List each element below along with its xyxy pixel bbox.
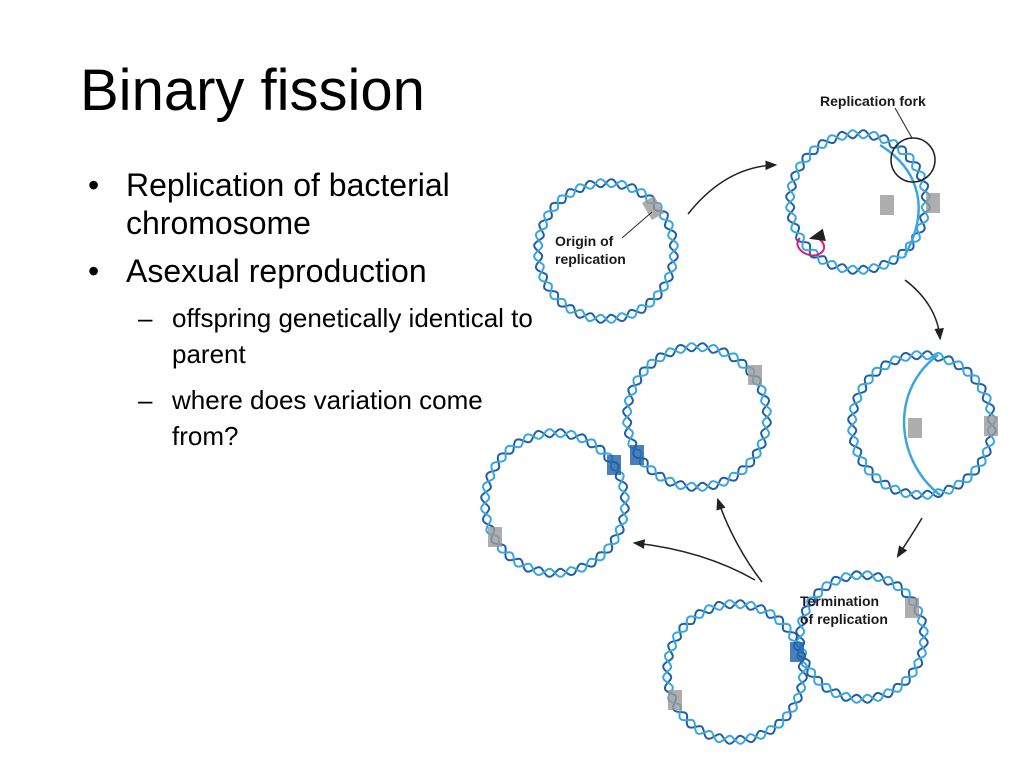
dna-strand-ring — [795, 570, 929, 704]
origin-marker — [880, 195, 894, 215]
sub-bullet-marker: – — [138, 385, 153, 415]
dna-strand-ring — [662, 599, 808, 745]
origin-marker — [641, 195, 665, 221]
primer-arrow — [796, 228, 826, 257]
dna-strand-light — [622, 342, 772, 492]
dna-strand-dark — [662, 599, 808, 745]
page-title: Binary fission — [80, 58, 425, 123]
bullet-marker: • — [88, 253, 100, 289]
origin-marker — [488, 527, 502, 547]
new-strand-arc — [902, 353, 941, 496]
process-arrow — [687, 160, 778, 215]
dna-strand-ring — [622, 342, 772, 492]
origin-label-line1: Origin of — [555, 233, 614, 249]
chromosome-circles-termination: Termination of replication — [662, 570, 929, 745]
origin-marker — [984, 416, 998, 436]
dna-strand-ring — [847, 350, 997, 500]
dna-strand-light — [662, 599, 808, 745]
bullet-text: Asexual reproduction — [126, 253, 427, 289]
fork-pointer-line — [894, 107, 913, 139]
process-arrow — [904, 279, 944, 341]
origin-label-line2: replication — [555, 251, 626, 267]
bullet-marker: • — [88, 167, 100, 203]
sub-bullet-text: offspring genetically identical to paren… — [172, 303, 533, 369]
daughter-chromosomes — [480, 342, 772, 578]
dna-strand-ring — [480, 428, 630, 578]
origin-marker — [630, 445, 644, 465]
dna-strand-dark — [480, 428, 630, 578]
origin-marker — [908, 418, 922, 438]
origin-marker — [790, 642, 804, 662]
bullet-list: • Replication of bacterial chromosome • … — [88, 166, 538, 464]
process-arrow — [632, 539, 756, 581]
sub-bullet-text: where does variation come from? — [172, 385, 483, 451]
bullet-item: • Asexual reproduction — [88, 252, 538, 290]
chromosome-circle-origin: Origin of replication — [533, 178, 679, 324]
origin-marker — [607, 455, 621, 475]
dna-strand-ring — [785, 129, 931, 275]
origin-pointer-line — [621, 211, 653, 239]
dna-strand-dark — [785, 129, 931, 275]
origin-marker — [926, 193, 940, 213]
sub-bullet-item: – where does variation come from? — [88, 382, 538, 454]
dna-strand-light — [533, 178, 679, 324]
dna-strand-light — [795, 570, 929, 704]
sub-bullet-marker: – — [138, 303, 153, 333]
termination-label-line1: Termination — [800, 593, 879, 609]
chromosome-circle-mid-replication — [847, 350, 998, 500]
bullet-item: • Replication of bacterial chromosome — [88, 166, 538, 242]
replication-fork-label: Replication fork — [820, 93, 926, 109]
sub-bullet-item: – offspring genetically identical to par… — [88, 300, 538, 372]
bullet-text: Replication of bacterial chromosome — [126, 167, 450, 241]
chromosome-circle-replicating: Replication fork — [785, 93, 940, 275]
dna-strand-ring — [533, 178, 679, 324]
process-arrow — [716, 497, 763, 583]
termination-label-line2: of replication — [800, 611, 888, 627]
dna-strand-light — [785, 129, 931, 275]
dna-strand-light — [847, 350, 997, 500]
replication-fork-highlight — [890, 137, 936, 183]
dna-strand-light — [480, 428, 630, 578]
origin-marker — [905, 598, 919, 618]
origin-marker — [748, 365, 762, 385]
process-arrow — [896, 517, 923, 559]
origin-marker — [668, 690, 682, 710]
